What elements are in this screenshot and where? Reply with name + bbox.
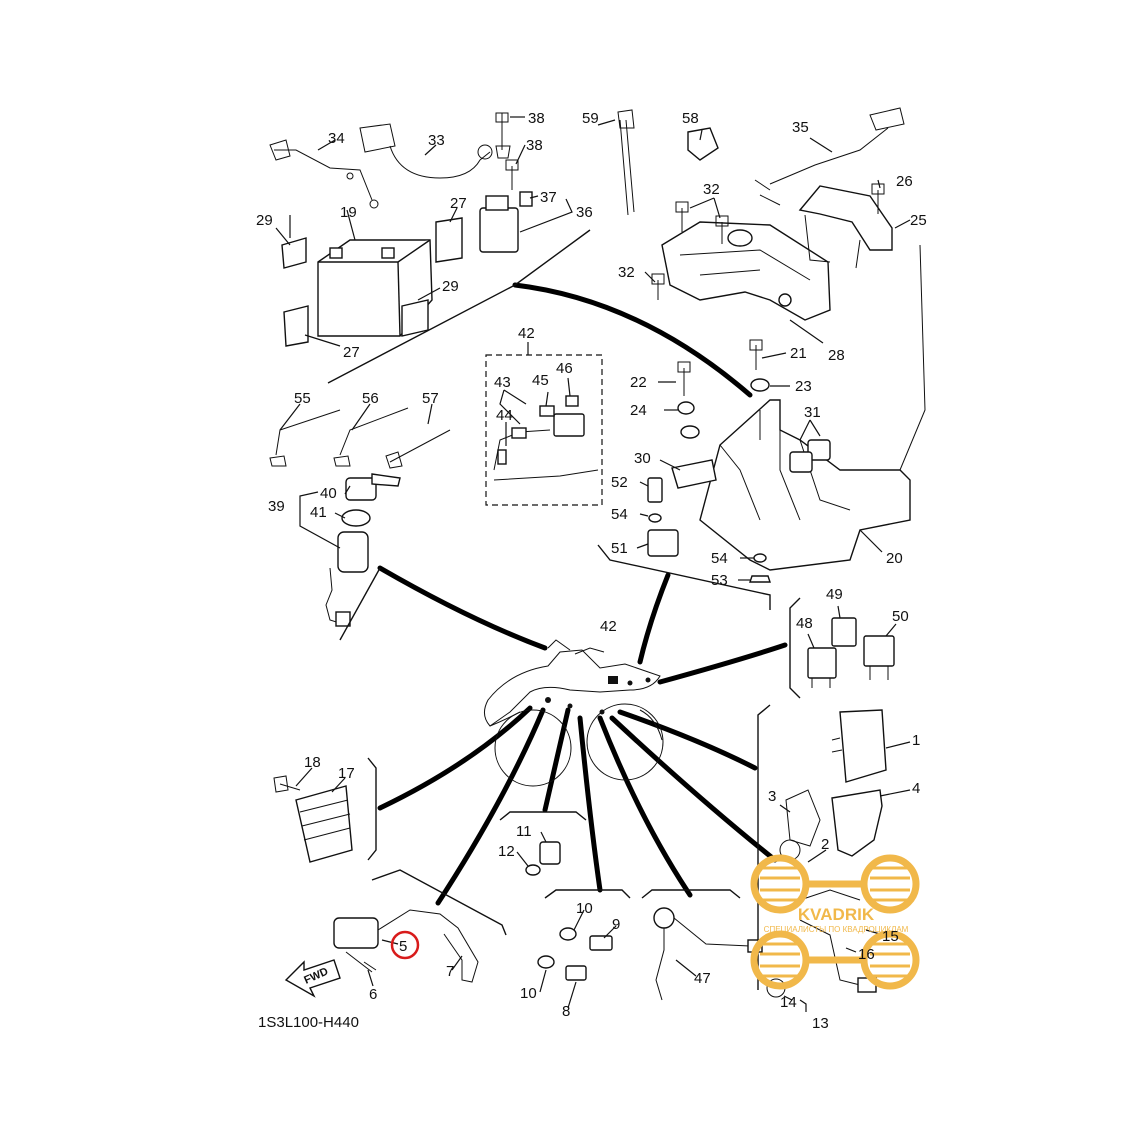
callout-32a: 32 bbox=[703, 181, 720, 198]
callout-24: 24 bbox=[630, 402, 647, 419]
battery-group bbox=[269, 112, 591, 384]
callout-22: 22 bbox=[630, 374, 647, 391]
callout-53: 53 bbox=[711, 572, 728, 589]
callout-27a: 27 bbox=[450, 195, 467, 212]
callout-34: 34 bbox=[328, 130, 345, 147]
callout-51: 51 bbox=[611, 540, 628, 557]
callout-1: 1 bbox=[912, 732, 920, 749]
callout-5: 5 bbox=[399, 938, 407, 955]
callout-31: 31 bbox=[804, 404, 821, 421]
callout-52: 52 bbox=[611, 474, 628, 491]
callout-9: 9 bbox=[612, 916, 620, 933]
callout-7: 7 bbox=[446, 963, 454, 980]
callout-50: 50 bbox=[892, 608, 909, 625]
ecu-group bbox=[757, 704, 911, 1012]
callout-45: 45 bbox=[532, 372, 549, 389]
callout-21: 21 bbox=[790, 345, 807, 362]
callout-36: 36 bbox=[576, 204, 593, 221]
highlight-circle-part-5 bbox=[390, 930, 420, 960]
callout-8: 8 bbox=[562, 1003, 570, 1020]
callout-43: 43 bbox=[494, 374, 511, 391]
fuse-group bbox=[485, 342, 603, 506]
callout-57: 57 bbox=[422, 390, 439, 407]
callout-30: 30 bbox=[634, 450, 651, 467]
callout-40: 40 bbox=[320, 485, 337, 502]
callout-3: 3 bbox=[768, 788, 776, 805]
switch-ties-group bbox=[269, 403, 451, 641]
callout-6: 6 bbox=[369, 986, 377, 1003]
rectifier-group bbox=[273, 757, 377, 863]
callout-15: 15 bbox=[882, 928, 899, 945]
callout-46: 46 bbox=[556, 360, 573, 377]
callout-labels: 1 2 3 4 5 6 7 8 9 10 10 11 12 13 14 15 1… bbox=[256, 110, 927, 1032]
callout-35: 35 bbox=[792, 119, 809, 136]
battery-box-group bbox=[597, 107, 926, 610]
callout-29a: 29 bbox=[256, 212, 273, 229]
callout-56: 56 bbox=[362, 390, 379, 407]
callout-32b: 32 bbox=[618, 264, 635, 281]
callout-13: 13 bbox=[812, 1015, 829, 1032]
callout-19: 19 bbox=[340, 204, 357, 221]
callout-28: 28 bbox=[828, 347, 845, 364]
callout-37: 37 bbox=[540, 189, 557, 206]
callout-17: 17 bbox=[338, 765, 355, 782]
callout-39: 39 bbox=[268, 498, 285, 515]
watermark-subtext: СПЕЦИАЛИСТЫ ПО КВАДРОЦИКЛАМ bbox=[764, 925, 909, 934]
callout-12: 12 bbox=[498, 843, 515, 860]
callout-2: 2 bbox=[821, 836, 829, 853]
sensors-group bbox=[499, 811, 763, 1009]
callout-54b: 54 bbox=[711, 550, 728, 567]
watermark-logo: KVADRIK СПЕЦИАЛИСТЫ ПО КВАДРОЦИКЛАМ bbox=[750, 854, 920, 990]
callout-38b: 38 bbox=[526, 137, 543, 154]
callout-48: 48 bbox=[796, 615, 813, 632]
callout-14: 14 bbox=[780, 994, 797, 1011]
callout-27b: 27 bbox=[343, 344, 360, 361]
callout-49: 49 bbox=[826, 586, 843, 603]
callout-10b: 10 bbox=[520, 985, 537, 1002]
callout-41: 41 bbox=[310, 504, 327, 521]
motorcycle-silhouette bbox=[484, 639, 664, 787]
callout-25: 25 bbox=[910, 212, 927, 229]
callout-20: 20 bbox=[886, 550, 903, 567]
callout-59: 59 bbox=[582, 110, 599, 127]
callout-44: 44 bbox=[496, 407, 513, 424]
callout-47: 47 bbox=[694, 970, 711, 987]
callout-18: 18 bbox=[304, 754, 321, 771]
callout-4: 4 bbox=[912, 780, 920, 797]
callout-38a: 38 bbox=[528, 110, 545, 127]
callout-10a: 10 bbox=[576, 900, 593, 917]
callout-33: 33 bbox=[428, 132, 445, 149]
callout-29b: 29 bbox=[442, 278, 459, 295]
relays-group bbox=[789, 597, 897, 699]
watermark-text: KVADRIK bbox=[798, 905, 875, 924]
callout-42a: 42 bbox=[518, 325, 535, 342]
callout-16: 16 bbox=[858, 946, 875, 963]
group-link-lines bbox=[377, 282, 788, 906]
callout-54a: 54 bbox=[611, 506, 628, 523]
callout-58: 58 bbox=[682, 110, 699, 127]
callout-23: 23 bbox=[795, 378, 812, 395]
callout-42b: 42 bbox=[600, 618, 617, 635]
callout-26: 26 bbox=[896, 173, 913, 190]
diagram-code: 1S3L100-H440 bbox=[258, 1014, 359, 1031]
callout-11: 11 bbox=[516, 823, 532, 840]
ignition-coil-group bbox=[284, 869, 507, 998]
callout-55: 55 bbox=[294, 390, 311, 407]
